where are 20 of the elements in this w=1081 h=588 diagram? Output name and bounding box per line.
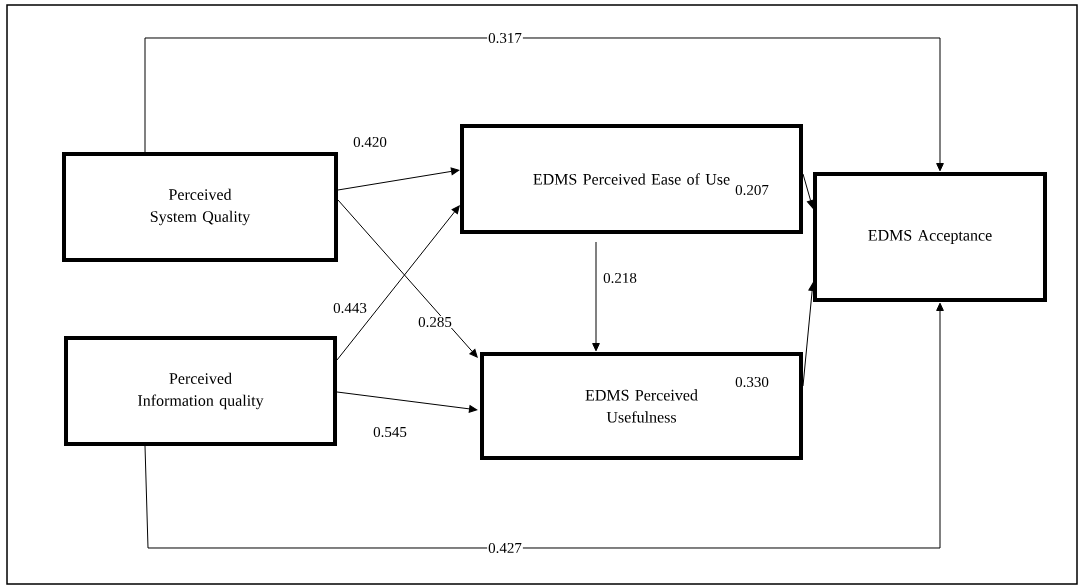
arrow xyxy=(144,302,944,549)
arrow xyxy=(592,241,600,352)
arrow xyxy=(802,173,815,209)
arrow xyxy=(144,37,944,172)
path-coefficient: 0.317 xyxy=(487,31,523,45)
arrow xyxy=(336,391,478,413)
arrow xyxy=(336,205,460,361)
path-coefficient: 0.285 xyxy=(417,315,453,329)
path-coefficient: 0.420 xyxy=(352,135,388,149)
construct-box: Perceived System Quality xyxy=(62,152,338,262)
construct-box: Perceived Information quality xyxy=(64,336,337,446)
path-coefficient: 0.218 xyxy=(602,271,638,285)
path-coefficient: 0.545 xyxy=(372,425,408,439)
path-coefficient: 0.427 xyxy=(487,541,523,555)
path-coefficient: 0.330 xyxy=(734,375,770,389)
arrow xyxy=(337,199,478,358)
path-coefficient: 0.443 xyxy=(332,301,368,315)
construct-box: EDMS Acceptance xyxy=(813,172,1047,302)
arrow xyxy=(337,167,460,191)
path-coefficient: 0.207 xyxy=(734,183,770,197)
